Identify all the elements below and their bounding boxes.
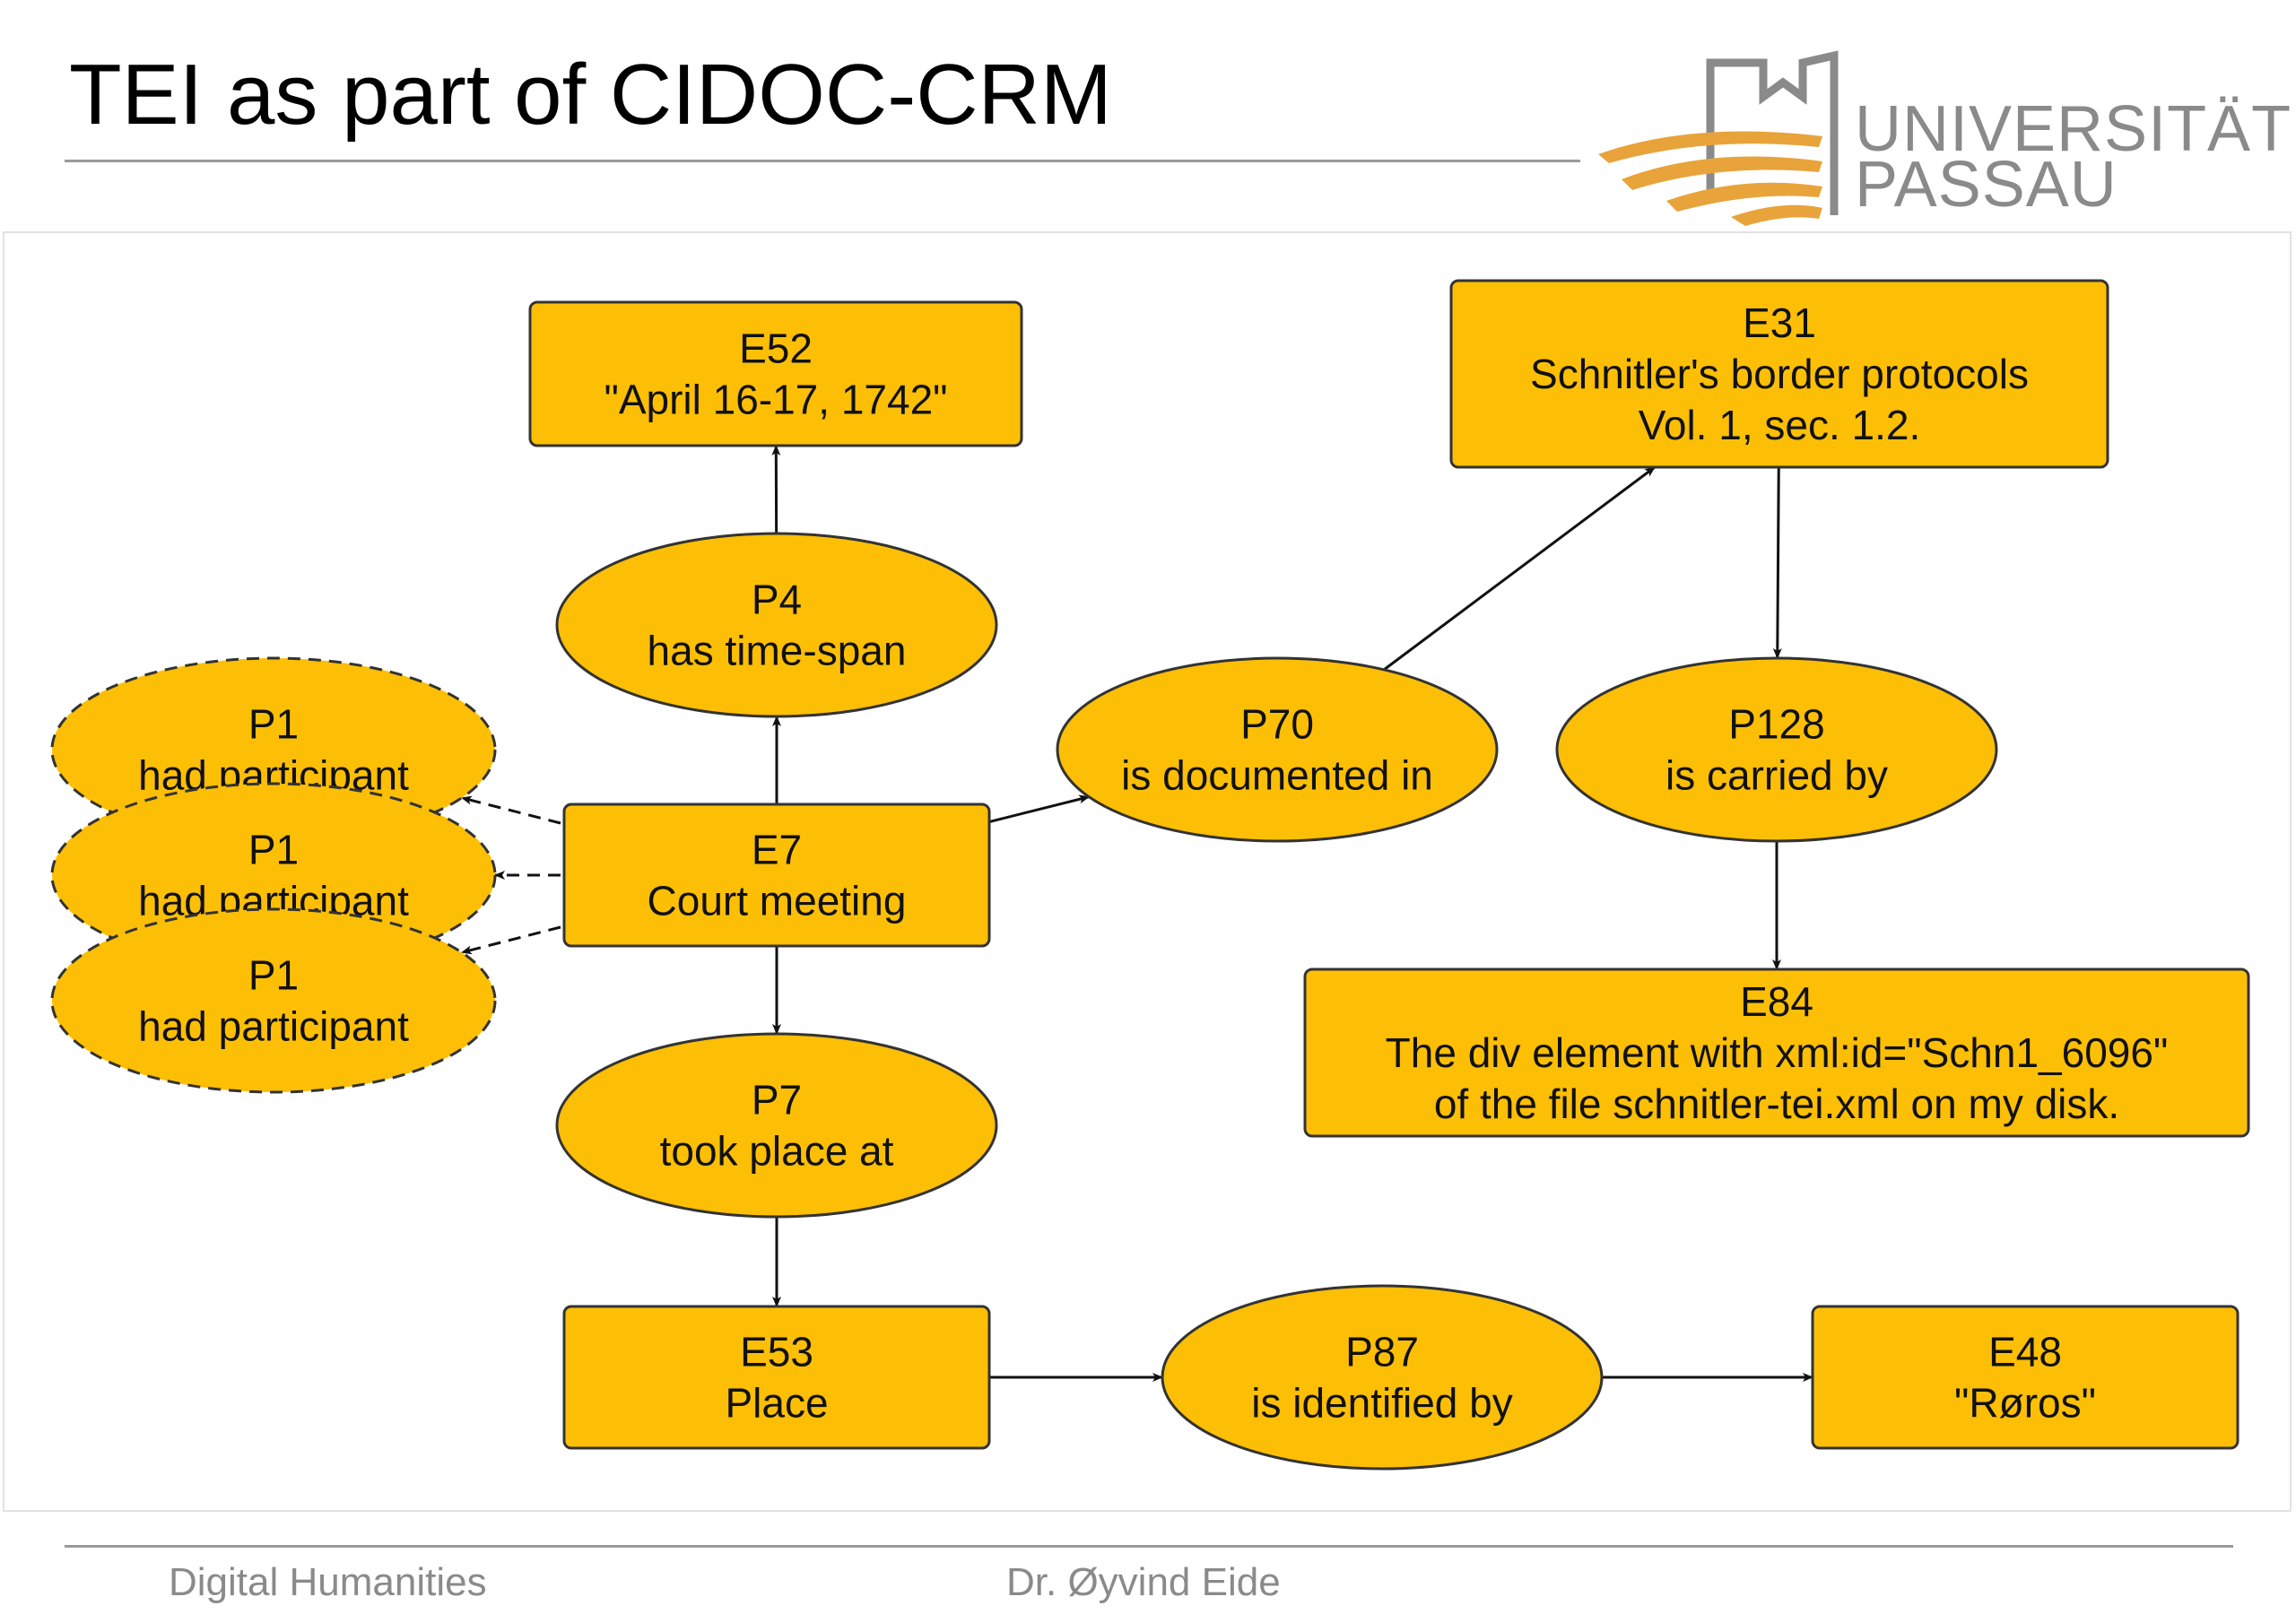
- node-code-label: E31: [1743, 299, 1816, 346]
- entity-box: [562, 1305, 991, 1450]
- logo-text-passau: PASSAU: [1855, 149, 2118, 221]
- property-ellipse: [555, 532, 998, 718]
- entity-box: [528, 300, 1023, 447]
- footer-course: Digital Humanities: [169, 1560, 487, 1604]
- slide-title: TEI as part of CIDOC-CRM: [69, 47, 1112, 143]
- university-logo: [1598, 50, 1839, 226]
- footer-author: Dr. Øyvind Eide: [1006, 1560, 1281, 1604]
- node-e52: E52 "April 16-17, 1742": [528, 300, 1023, 447]
- title-divider: [65, 160, 1580, 162]
- node-description-label: is documented in: [1121, 752, 1433, 799]
- logo-stripe: [1666, 182, 1822, 212]
- node-description-label: has time-span: [648, 628, 907, 674]
- node-code-label: P1: [248, 701, 299, 748]
- node-code-label: P1: [248, 827, 299, 873]
- property-ellipse: [1161, 1284, 1604, 1471]
- logo-stripe: [1622, 156, 1822, 190]
- node-p87: P87 is identified by: [1161, 1284, 1604, 1471]
- edge-p70-to-e31: [1383, 465, 1656, 672]
- node-description-label: of the file schnitler-tei.xml on my disk…: [1434, 1080, 2119, 1127]
- node-code-label: P4: [752, 577, 802, 623]
- node-description-label: Schnitler's border protocols: [1530, 351, 2029, 397]
- node-code-label: P1: [248, 952, 299, 999]
- edge-e7-to-p1c: [460, 925, 561, 955]
- node-description-label: "April 16-17, 1742": [604, 377, 947, 423]
- node-p4: P4 has time-span: [555, 532, 998, 718]
- node-description-label: The div element with xml:id="Schn1_6096": [1386, 1029, 2169, 1076]
- node-e48: E48 "Røros": [1811, 1305, 2239, 1450]
- entity-box: [562, 803, 991, 948]
- node-description-label: took place at: [660, 1128, 894, 1175]
- entity-box: [1449, 279, 2109, 469]
- node-description-label: Place: [725, 1380, 828, 1427]
- edge-e31-to-p128: [1772, 466, 1782, 660]
- node-description-label: had participant: [138, 1003, 409, 1050]
- property-ellipse: [50, 907, 497, 1094]
- edge-e7-to-p1a: [460, 795, 561, 825]
- property-ellipse: [555, 1032, 998, 1219]
- logo-gate-outline: [1706, 50, 1839, 215]
- property-ellipse: [1056, 656, 1499, 843]
- logo-stripe: [1731, 204, 1822, 226]
- node-description-label: Vol. 1, sec. 1.2.: [1639, 402, 1921, 448]
- node-code-label: P70: [1240, 701, 1314, 748]
- entity-box: [1303, 968, 2250, 1138]
- node-code-label: P87: [1345, 1329, 1419, 1375]
- property-ellipse: [1555, 656, 1998, 843]
- entity-box: [1811, 1305, 2239, 1450]
- logo-stripe: [1598, 131, 1822, 163]
- node-code-label: E52: [739, 325, 813, 372]
- node-description-label: is identified by: [1251, 1380, 1513, 1427]
- node-description-label: "Røros": [1954, 1380, 2096, 1427]
- node-code-label: P7: [752, 1077, 802, 1124]
- node-code-label: P128: [1728, 701, 1824, 748]
- node-description-label: is carried by: [1665, 752, 1888, 799]
- footer-divider: [65, 1545, 2233, 1548]
- edge-e7-to-p70: [988, 794, 1091, 823]
- node-code-label: E48: [1988, 1329, 2062, 1375]
- node-code-label: E53: [740, 1329, 813, 1375]
- logo-text-universitaet: UNIVERSITÄT: [1855, 93, 2292, 165]
- node-code-label: E7: [752, 827, 802, 873]
- node-code-label: E84: [1740, 978, 1813, 1025]
- node-description-label: Court meeting: [648, 878, 907, 924]
